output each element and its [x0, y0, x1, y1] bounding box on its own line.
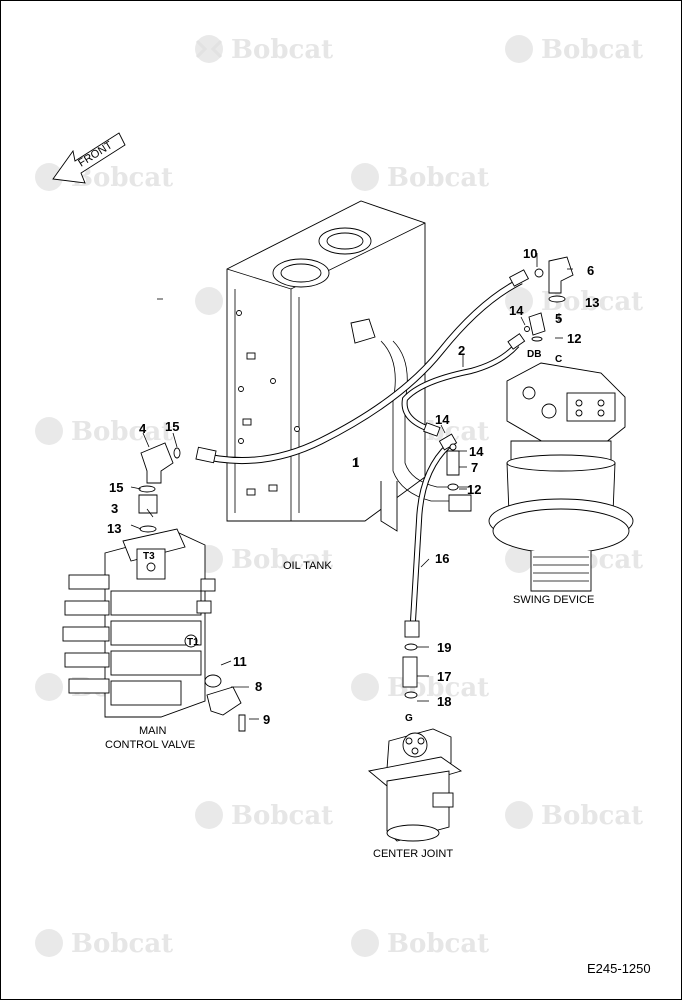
watermark-text: Bobcat: [541, 35, 643, 65]
watermark-logo-icon: [195, 35, 223, 63]
watermark-logo-icon: [35, 163, 63, 191]
center-joint-label: CENTER JOINT: [373, 848, 453, 860]
watermark-text: Bobcat: [387, 163, 489, 193]
callout-11: 11: [233, 654, 247, 669]
callout-6: 6: [587, 263, 594, 278]
watermark-logo-icon: [35, 673, 63, 701]
callout-3: 3: [111, 501, 118, 516]
watermark-logo-icon: [505, 801, 533, 829]
swing-device: [488, 362, 634, 592]
callout-14-upper: 14: [509, 303, 524, 318]
watermark-text: Bobcat: [387, 929, 489, 959]
callout-16: 16: [435, 551, 449, 566]
callout-13-swing: 13: [585, 295, 599, 310]
document-id: E245-1250: [587, 961, 651, 976]
callout-1: 1: [352, 455, 359, 470]
main-control-valve: [62, 528, 216, 718]
port-label-g: G: [405, 713, 413, 724]
port-label-t3: T3: [143, 551, 155, 562]
callouts: 1 2 3 4 5 6 7 8 9 10 11 12 12 13 13 14 1…: [107, 246, 599, 727]
main-control-valve-label-line2: CONTROL VALVE: [105, 739, 195, 751]
callout-19: 19: [437, 640, 451, 655]
callout-12-swing: 12: [567, 331, 581, 346]
oil-tank-label: OIL TANK: [283, 560, 332, 572]
watermark-text: Bobcat: [231, 545, 333, 575]
port-label-db: DB: [527, 349, 541, 360]
callout-5: 5: [555, 311, 562, 326]
watermark-logo-icon: [351, 163, 379, 191]
watermark-logo-icon: [195, 287, 223, 315]
hose-16: [404, 433, 458, 638]
watermark-logo-icon: [195, 801, 223, 829]
callout-13-valve: 13: [107, 521, 121, 536]
callout-2: 2: [458, 343, 465, 358]
watermark-logo-icon: [505, 35, 533, 63]
fitting-group-swing: [446, 256, 574, 491]
watermark-text: Bobcat: [231, 801, 333, 831]
callout-14-hose: 14: [435, 412, 450, 427]
watermark-logo-icon: [35, 929, 63, 957]
port-label-c: C: [555, 354, 562, 365]
callout-17: 17: [437, 669, 451, 684]
callout-14-lower: 14: [469, 444, 484, 459]
watermark-logo-icon: [505, 545, 533, 573]
callout-12-center: 12: [467, 482, 481, 497]
callout-10: 10: [523, 246, 537, 261]
callout-18: 18: [437, 694, 451, 709]
watermark-text: Bobcat: [541, 801, 643, 831]
callout-15-lower: 15: [109, 480, 123, 495]
watermark-text: Bobcat: [71, 929, 173, 959]
callout-8: 8: [255, 679, 262, 694]
main-control-valve-label-line1: MAIN: [139, 725, 167, 737]
callout-4: 4: [139, 421, 147, 436]
callout-9: 9: [263, 712, 270, 727]
watermark-logo-icon: [35, 417, 63, 445]
hose-2: [401, 333, 526, 437]
hose-1: [195, 269, 530, 465]
callout-7: 7: [471, 460, 478, 475]
swing-device-label: SWING DEVICE: [513, 594, 594, 606]
watermark-logo-icon: [351, 929, 379, 957]
watermark-text: Bobcat: [71, 417, 173, 447]
watermark-logo-icon: [351, 673, 379, 701]
front-arrow-icon: [52, 132, 126, 184]
callout-15-upper: 15: [165, 419, 179, 434]
watermark-logo-icon: [505, 287, 533, 315]
oil-tank: [226, 200, 472, 532]
port-label-t1: T1: [187, 637, 199, 648]
leader-lines: [130, 253, 573, 720]
center-joint: [367, 728, 463, 842]
watermark-text: Bobcat: [231, 35, 333, 65]
